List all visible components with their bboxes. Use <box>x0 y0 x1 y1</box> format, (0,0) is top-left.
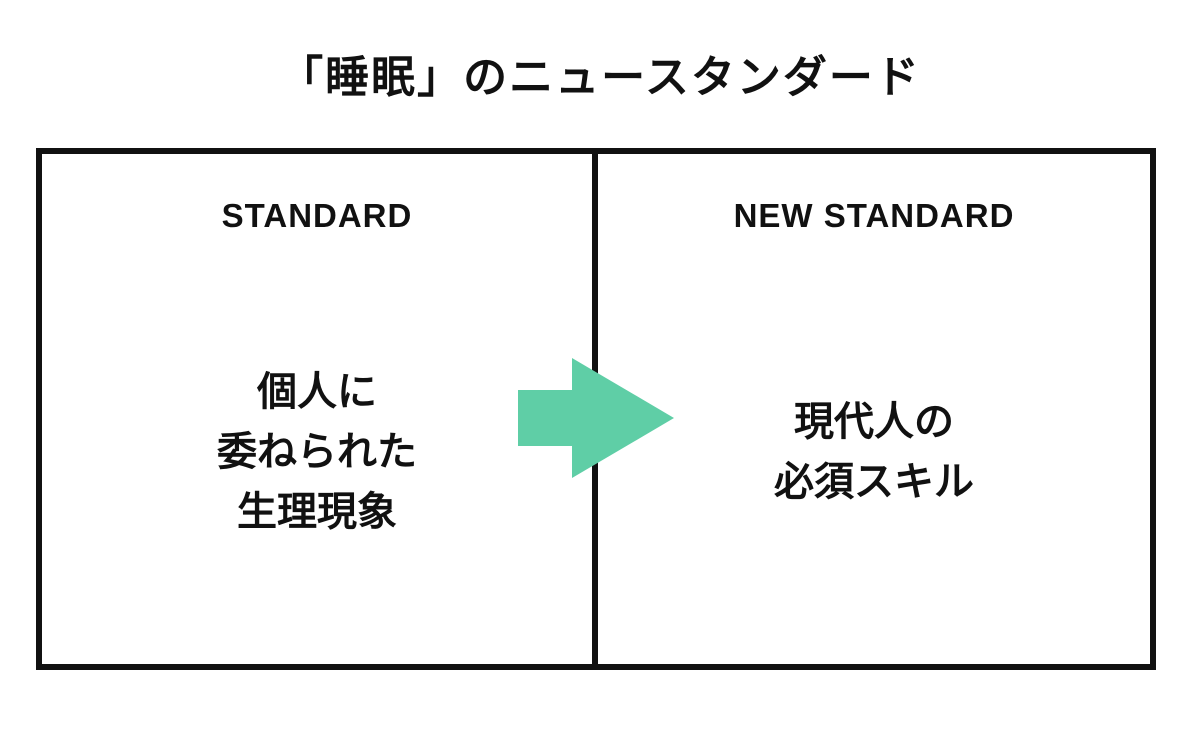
standard-heading: STANDARD <box>221 197 413 234</box>
new-standard-line-1: 現代人の <box>794 399 954 445</box>
new-standard-line-2: 必須スキル <box>774 459 974 505</box>
standard-description: 個人に 委ねられた 生理現象 <box>42 362 592 542</box>
standard-line-2: 委ねられた <box>217 429 417 475</box>
right-arrow-icon <box>518 358 674 478</box>
standard-line-3: 生理現象 <box>237 489 397 535</box>
page-title: 「睡眠」のニュースタンダード <box>279 52 921 103</box>
new-standard-heading: NEW STANDARD <box>733 197 1015 234</box>
new-standard-description: 現代人の 必須スキル <box>598 392 1150 512</box>
standard-line-1: 個人に <box>257 369 377 415</box>
arrow-shape <box>518 358 674 478</box>
